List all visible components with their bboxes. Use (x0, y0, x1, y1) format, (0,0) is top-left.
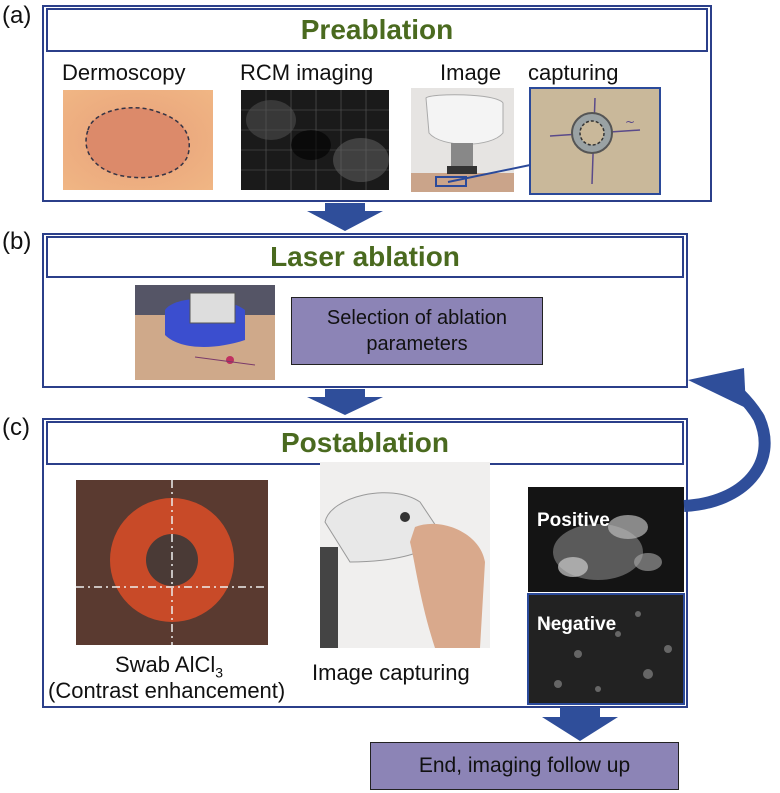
end-followup-box: End, imaging follow up (370, 742, 679, 790)
negative-label: Negative (537, 614, 617, 635)
contrast-enhancement-caption: (Contrast enhancement) (48, 678, 286, 703)
positive-label: Positive (537, 510, 610, 531)
negative-rcm-image (527, 593, 685, 705)
swab-caption-subscript: 3 (215, 664, 224, 681)
laser-photo (135, 285, 275, 380)
rcm-image (241, 90, 389, 190)
ablation-parameters-box: Selection of ablation parameters (291, 297, 543, 365)
feedback-curved-arrow (683, 368, 771, 512)
ring-closeup-photo: ~ (529, 87, 661, 195)
arrow-down-end (542, 707, 618, 741)
dermoscopy-caption: Dermoscopy (62, 60, 186, 85)
ablation-parameters-line2: parameters (366, 333, 468, 355)
device-photo (411, 88, 514, 192)
image-caption: Image (440, 60, 502, 85)
laser-ablation-title: Laser ablation (46, 236, 684, 278)
rcm-imaging-caption: RCM imaging (240, 60, 374, 85)
svg-text:~: ~ (625, 115, 635, 129)
postablation-title: Postablation (46, 421, 684, 465)
panel-label-c: (c) (2, 414, 30, 441)
handheld-device-photo (320, 462, 490, 648)
preablation-title: Preablation (46, 8, 708, 52)
swab-image (76, 480, 268, 645)
panel-label-a: (a) (2, 2, 32, 29)
arrow-down-a-b (307, 203, 383, 231)
swab-caption-text: Swab AlCl (115, 652, 216, 677)
arrow-down-b-c (307, 389, 383, 415)
swab-caption: Swab AlCl3 (115, 652, 223, 680)
image-capturing-caption: Image capturing (312, 660, 470, 685)
capturing-caption: capturing (528, 60, 619, 85)
dermoscopy-image (63, 90, 213, 190)
ablation-parameters-line1: Selection of ablation (326, 307, 508, 329)
positive-rcm-image (528, 487, 684, 592)
panel-label-b: (b) (2, 228, 32, 255)
